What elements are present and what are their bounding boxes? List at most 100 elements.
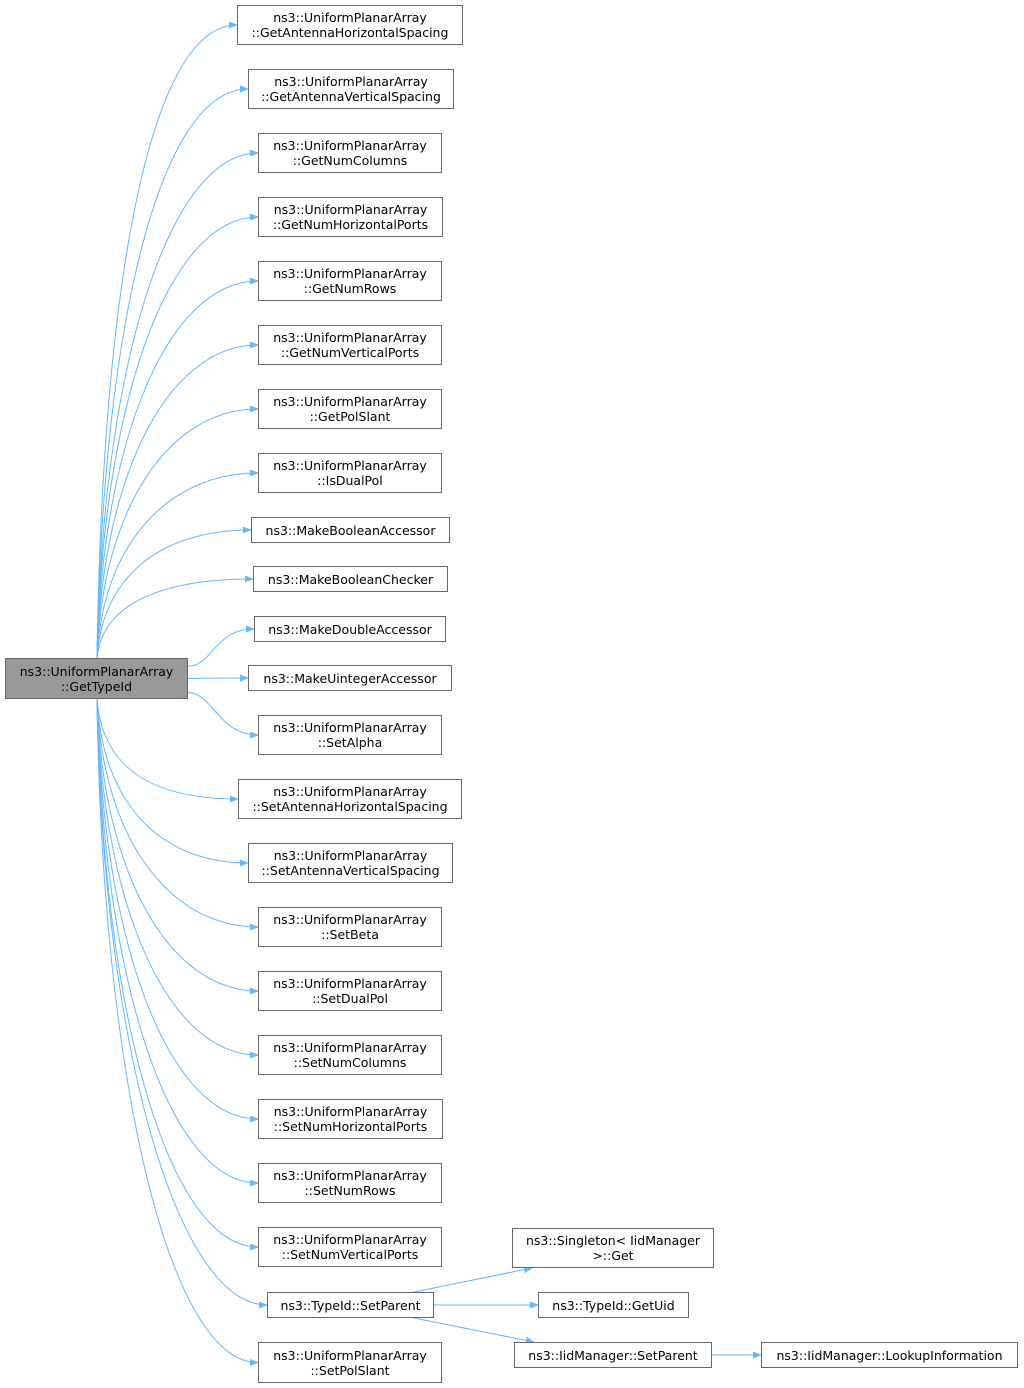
callee-node-line1: ns3::UniformPlanarArray — [273, 976, 427, 991]
callee-node-line1: ns3::UniformPlanarArray — [273, 784, 427, 799]
second-level-node-line2: >::Get — [592, 1248, 634, 1263]
callee-node-line2: ::SetAntennaHorizontalSpacing — [252, 799, 448, 814]
callee-node-line2: ::GetNumRows — [303, 281, 397, 296]
root-node-line2: ::GetTypeId — [60, 678, 133, 694]
call-edge-root-n22 — [96, 698, 268, 1309]
call-edge-root-n20 — [96, 698, 259, 1187]
callee-node[interactable]: ns3::UniformPlanarArray ::GetNumRows — [258, 261, 442, 301]
callee-node-line1: ns3::UniformPlanarArray — [273, 10, 427, 25]
callee-node-line2: ::SetNumRows — [304, 1183, 396, 1198]
call-edge-root-n11 — [187, 625, 255, 667]
second-level-node-label: ns3::IidManager::SetParent — [528, 1347, 698, 1363]
callee-node-line2: ::GetAntennaHorizontalSpacing — [251, 25, 449, 40]
callee-node-line1: ns3::UniformPlanarArray — [273, 848, 428, 863]
callee-node[interactable]: ns3::UniformPlanarArray ::SetNumHorizont… — [258, 1099, 443, 1139]
call-edge-root-n9 — [96, 526, 252, 659]
callee-node-line2: ::SetNumColumns — [293, 1055, 407, 1070]
callee-node-line1: ns3::UniformPlanarArray — [273, 720, 427, 735]
call-edge-root-n17 — [96, 698, 259, 995]
callee-node[interactable]: ns3::UniformPlanarArray ::SetNumRows — [258, 1163, 442, 1203]
call-edge-root-n3 — [96, 149, 259, 659]
callee-node-line1: ns3::UniformPlanarArray — [273, 1104, 428, 1119]
call-edge-root-n15 — [96, 698, 249, 867]
call-edge-root-n19 — [96, 698, 259, 1123]
call-edge-root-n10 — [96, 575, 254, 659]
callee-node-line1: ns3::UniformPlanarArray — [273, 912, 427, 927]
callee-node-line1: ns3::UniformPlanarArray — [273, 1232, 427, 1247]
callee-node-line2: ::IsDualPol — [317, 473, 383, 488]
callee-node-line1: ns3::UniformPlanarArray — [273, 458, 427, 473]
callee-node-line1: ns3::UniformPlanarArray — [273, 266, 427, 281]
callee-node[interactable]: ns3::UniformPlanarArray ::GetNumHorizont… — [258, 197, 443, 237]
second-level-node[interactable]: ns3::IidManager::SetParent — [514, 1342, 712, 1368]
callee-node[interactable]: ns3::UniformPlanarArray ::GetNumVertical… — [258, 325, 442, 365]
call-edge-root-n13 — [187, 692, 259, 739]
callee-node-line2: ::GetNumHorizontalPorts — [272, 217, 429, 232]
callee-node[interactable]: ns3::UniformPlanarArray ::SetNumColumns — [258, 1035, 442, 1075]
callee-node[interactable]: ns3::UniformPlanarArray ::GetAntennaHori… — [237, 5, 463, 45]
callee-node-line2: ::GetPolSlant — [309, 409, 391, 424]
callee-node[interactable]: ns3::UniformPlanarArray ::GetNumColumns — [258, 133, 442, 173]
callee-node[interactable]: ns3::UniformPlanarArray ::SetNumVertical… — [258, 1227, 442, 1267]
callee-node-line1: ns3::UniformPlanarArray — [273, 1347, 427, 1363]
callee-node[interactable]: ns3::TypeId::SetParent — [267, 1292, 434, 1318]
call-edge-root-n7 — [96, 405, 259, 659]
call-edge-root-n14 — [96, 698, 239, 803]
call-edge-root-n1 — [96, 21, 238, 659]
callee-node-line2: ::SetNumHorizontalPorts — [273, 1119, 428, 1134]
call-edge-root-n21 — [96, 698, 259, 1251]
callee-node-line2: ::SetNumVerticalPorts — [281, 1247, 419, 1262]
call-edge-root-n2 — [96, 85, 249, 659]
callee-node[interactable]: ns3::UniformPlanarArray ::SetDualPol — [258, 971, 442, 1011]
callee-node[interactable]: ns3::UniformPlanarArray ::SetAlpha — [258, 715, 442, 755]
second-level-node[interactable]: ns3::TypeId::GetUid — [538, 1292, 689, 1318]
second-level-node-line1: ns3::Singleton< IidManager — [525, 1233, 701, 1248]
callee-node[interactable]: ns3::MakeBooleanAccessor — [251, 517, 450, 543]
call-edge-root-n5 — [96, 277, 259, 659]
callee-node[interactable]: ns3::UniformPlanarArray ::GetPolSlant — [258, 389, 442, 429]
callee-node[interactable]: ns3::UniformPlanarArray ::IsDualPol — [258, 453, 442, 493]
callee-node-line2: ::SetBeta — [321, 927, 379, 942]
call-edge-root-n18 — [96, 698, 259, 1059]
callee-node-line2: ::GetNumColumns — [292, 153, 408, 168]
callee-node[interactable]: ns3::UniformPlanarArray ::SetAntennaHori… — [238, 779, 462, 819]
call-edge-root-n23 — [96, 698, 259, 1367]
callee-node-line2: ::SetDualPol — [312, 991, 388, 1006]
callee-node-line1: ns3::UniformPlanarArray — [273, 138, 427, 153]
callee-node[interactable]: ns3::UniformPlanarArray ::SetBeta — [258, 907, 442, 947]
callee-node-label: ns3::MakeDoubleAccessor — [268, 621, 432, 637]
callee-node-line1: ns3::UniformPlanarArray — [273, 1168, 427, 1183]
call-edge-n22-m1 — [413, 1266, 533, 1293]
callee-node-line1: ns3::UniformPlanarArray — [273, 394, 427, 409]
callee-node[interactable]: ns3::UniformPlanarArray ::SetPolSlant — [258, 1342, 442, 1383]
callee-node-line1: ns3::UniformPlanarArray — [273, 202, 428, 217]
callee-node-label: ns3::MakeUintegerAccessor — [263, 670, 437, 686]
callee-node-label: ns3::MakeBooleanAccessor — [265, 522, 436, 538]
call-edge-root-n6 — [96, 341, 259, 659]
call-edge-root-n8 — [96, 469, 259, 659]
call-edge-root-n16 — [96, 698, 259, 931]
second-level-node-label: ns3::IidManager::LookupInformation — [776, 1347, 1003, 1363]
callee-node-line2: ::SetAlpha — [317, 735, 383, 750]
callee-node-line1: ns3::UniformPlanarArray — [274, 74, 428, 89]
second-level-node[interactable]: ns3::IidManager::LookupInformation — [761, 1342, 1018, 1368]
callee-node[interactable]: ns3::MakeDoubleAccessor — [254, 616, 446, 642]
callee-node[interactable]: ns3::MakeBooleanChecker — [253, 566, 448, 592]
second-level-node-label: ns3::TypeId::GetUid — [552, 1297, 675, 1313]
callee-node-line2: ::SetPolSlant — [310, 1362, 390, 1378]
callee-node-line2: ::GetAntennaVerticalSpacing — [261, 89, 441, 104]
second-level-node[interactable]: ns3::Singleton< IidManager >::Get — [512, 1228, 714, 1268]
callee-node-line1: ns3::UniformPlanarArray — [273, 330, 427, 345]
callee-node-line2: ::SetAntennaVerticalSpacing — [261, 863, 440, 878]
callee-node[interactable]: ns3::UniformPlanarArray ::GetAntennaVert… — [248, 69, 454, 109]
callee-node[interactable]: ns3::UniformPlanarArray ::SetAntennaVert… — [248, 843, 453, 883]
callee-node[interactable]: ns3::MakeUintegerAccessor — [248, 665, 452, 691]
callee-node-line2: ::GetNumVerticalPorts — [280, 345, 420, 360]
call-edge-root-n4 — [96, 213, 259, 659]
callee-node-line1: ns3::UniformPlanarArray — [273, 1040, 427, 1055]
root-node-line1: ns3::UniformPlanarArray — [19, 663, 174, 679]
callee-node-label: ns3::MakeBooleanChecker — [267, 571, 434, 587]
call-edge-n22-m3 — [413, 1317, 535, 1344]
root-node-get-type-id[interactable]: ns3::UniformPlanarArray ::GetTypeId — [5, 658, 188, 699]
